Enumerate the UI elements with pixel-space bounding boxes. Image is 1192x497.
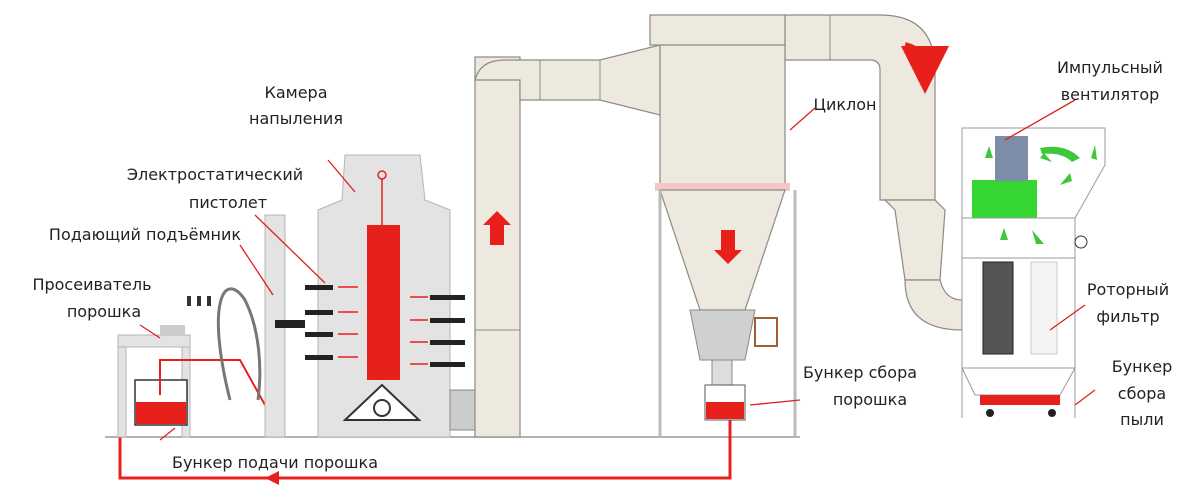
part-being-coated [367,225,400,380]
label-sieve-line2: порошка [67,302,141,321]
label-dust-line2: сбора [1118,384,1166,403]
powder-feed-hopper [134,359,266,426]
label-spray-booth-line2: напыления [249,109,343,128]
flow-arrow-left [265,471,279,485]
filter-unit [961,127,1106,418]
label-filter-line2: фильтр [1096,307,1159,326]
feeding-lift [187,214,305,438]
label-dust-line1: Бункер [1112,357,1173,376]
label-filter-line1: Роторный [1087,280,1169,299]
label-sieve-line1: Просеиватель [32,275,151,294]
label-dust-line3: пыли [1120,410,1164,429]
label-gun-line2: пистолет [189,193,267,212]
label-collect-line2: порошка [833,390,907,409]
label-collect-line1: Бункер сбора [803,363,917,382]
label-fan-line2: вентилятор [1061,85,1160,104]
label-feed-hopper: Бункер подачи порошка [172,453,378,472]
cyclone [649,14,797,437]
label-cyclone: Циклон [814,95,877,114]
air-duct [474,14,963,438]
rotor-filter-cartridge [982,261,1014,355]
label-leaders [139,99,1096,441]
label-lift: Подающий подъёмник [49,225,242,244]
spray-booth [305,154,491,438]
label-fan-line1: Импульсный [1057,58,1163,77]
label-spray-booth-line1: Камера [264,83,327,102]
label-gun-line1: Электростатический [127,165,303,184]
